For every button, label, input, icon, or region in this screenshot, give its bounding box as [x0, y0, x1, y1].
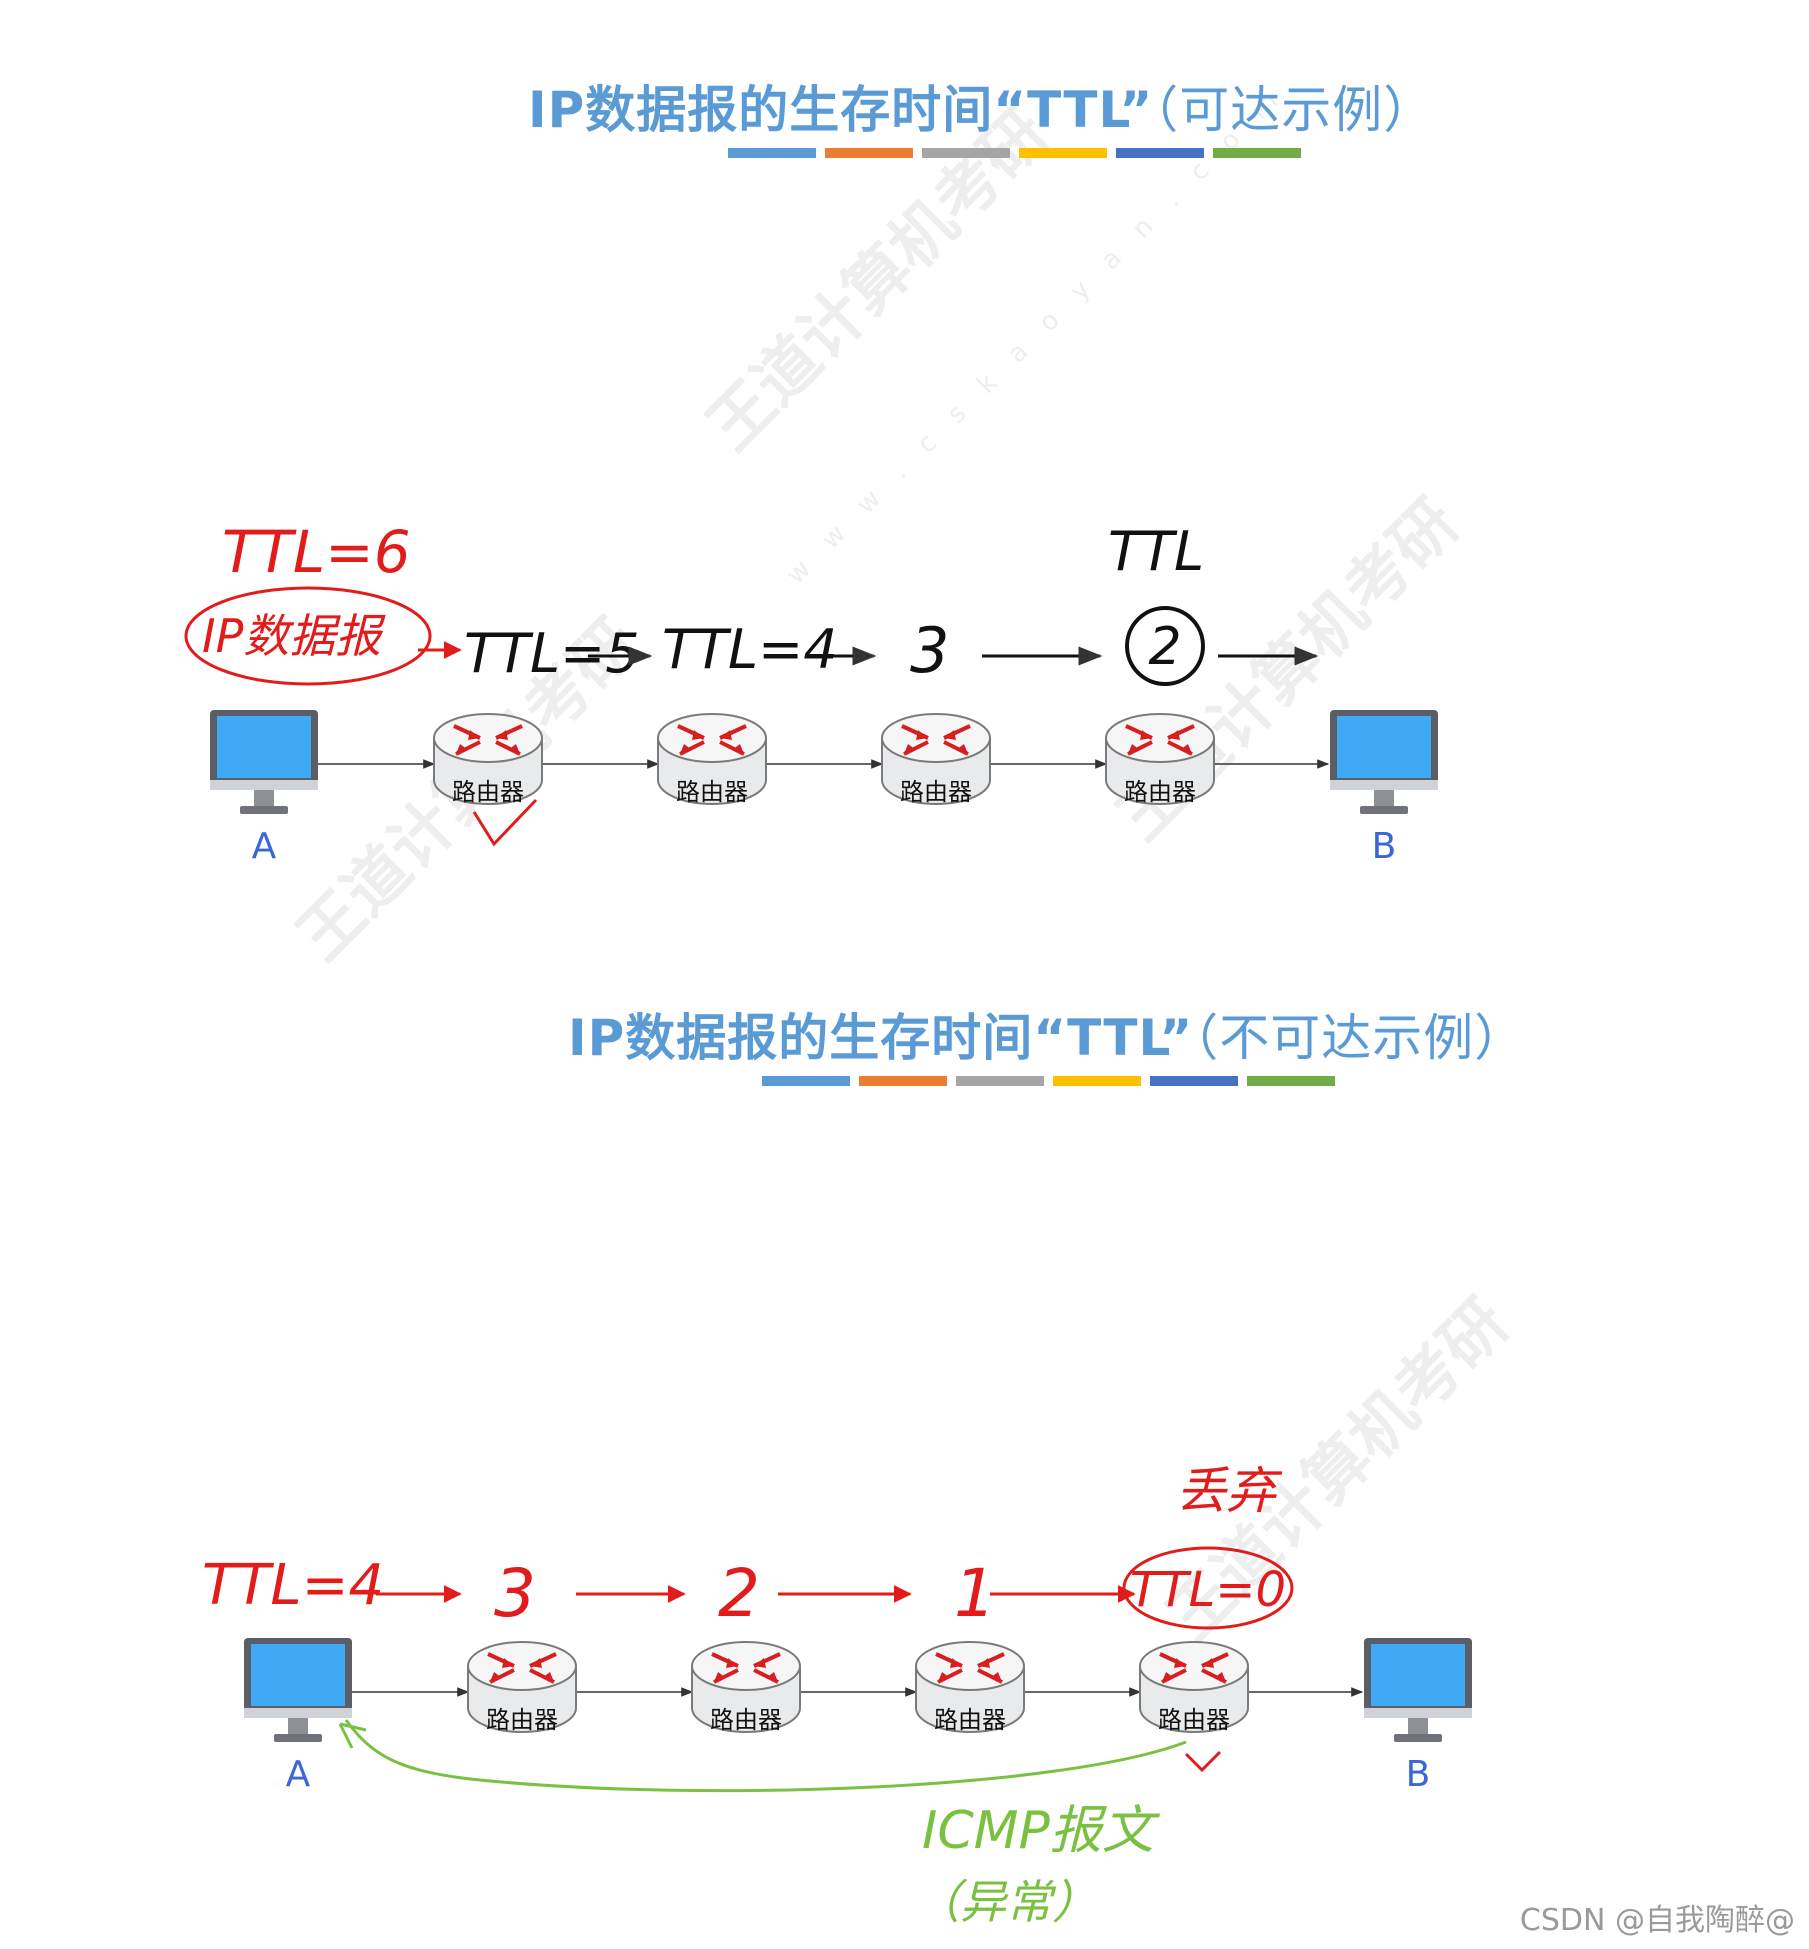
diagram1-title-paren: （可达示例）	[1153, 81, 1435, 139]
icmp-note: （异常）	[914, 1875, 1098, 1929]
color-segment	[1150, 1076, 1238, 1086]
color-segment	[859, 1076, 947, 1086]
host-b-label: B	[1372, 826, 1397, 867]
color-segment	[1053, 1076, 1141, 1086]
discard-annotation: 丢弃	[1176, 1462, 1283, 1520]
hop1-ttl: 3	[494, 1555, 536, 1632]
color-segment	[825, 148, 913, 158]
final-ttl-ellipse	[1122, 1546, 1294, 1630]
router-label: 路由器	[934, 1706, 1006, 1734]
diagram1-title-main: IP数据报的生存时间“TTL”	[528, 81, 1154, 139]
router-label: 路由器	[1124, 778, 1196, 806]
diagram1-network: 路由器 路由器 路由器 路由器 A B TTL=6 IP数据报 TTL=5 TT…	[184, 518, 1438, 867]
icmp-arrowhead	[338, 1722, 367, 1749]
hop4-ttl: 2	[1148, 617, 1181, 677]
host-a-computer-icon	[210, 710, 318, 814]
packet-annotation: IP数据报	[202, 609, 386, 663]
hop3-ttl: 3	[910, 614, 949, 687]
diagram1-color-bar	[728, 148, 1301, 158]
diagram2-color-bar	[762, 1076, 1335, 1086]
host-b-computer-icon	[1330, 710, 1438, 814]
router-label: 路由器	[452, 778, 524, 806]
color-segment	[922, 148, 1010, 158]
color-segment	[1213, 148, 1301, 158]
router-label: 路由器	[676, 778, 748, 806]
color-segment	[956, 1076, 1044, 1086]
hop3-ttl: 1	[954, 1555, 996, 1632]
icmp-return-arrow	[344, 1719, 1187, 1793]
host-b-computer-icon	[1364, 1638, 1472, 1742]
color-segment	[762, 1076, 850, 1086]
diagram2-title-paren: （不可达示例）	[1193, 1009, 1526, 1067]
color-segment	[1116, 148, 1204, 158]
router-label: 路由器	[900, 778, 972, 806]
circled-hop	[1125, 606, 1205, 686]
host-a-label: A	[286, 1754, 311, 1795]
checkmark	[1184, 1750, 1222, 1773]
color-segment	[1019, 148, 1107, 158]
host-a-label: A	[252, 826, 277, 867]
color-segment	[1247, 1076, 1335, 1086]
diagram2-title: IP数据报的生存时间“TTL”（不可达示例）	[568, 998, 1525, 1070]
ttl-above-label: TTL	[1108, 520, 1204, 583]
checkmark	[472, 798, 538, 847]
final-ttl: TTL=0	[1130, 1562, 1286, 1618]
credit-text: CSDN @自我陶醉@	[1519, 1903, 1795, 1938]
color-segment	[728, 148, 816, 158]
router-label: 路由器	[710, 1706, 782, 1734]
initial-ttl-annotation: TTL=6	[222, 518, 411, 586]
diagram2-title-main: IP数据报的生存时间“TTL”	[568, 1009, 1194, 1067]
hop2-ttl: TTL=4	[662, 618, 838, 681]
router-label: 路由器	[486, 1706, 558, 1734]
router-label: 路由器	[1158, 1706, 1230, 1734]
hop1-ttl: TTL=5	[464, 622, 640, 685]
host-b-label: B	[1406, 1754, 1431, 1795]
diagram1-title: IP数据报的生存时间“TTL”（可达示例）	[528, 70, 1434, 142]
host-a-computer-icon	[244, 1638, 352, 1742]
packet-ellipse	[184, 586, 432, 686]
start-ttl: TTL=4	[202, 1553, 384, 1618]
hop2-ttl: 2	[718, 1555, 760, 1632]
diagram2-network: 路由器 路由器 路由器 路由器 A B TTL=4 3 2 1 TTL=0 丢弃…	[202, 1462, 1472, 1929]
icmp-annotation: ICMP报文	[922, 1801, 1161, 1861]
